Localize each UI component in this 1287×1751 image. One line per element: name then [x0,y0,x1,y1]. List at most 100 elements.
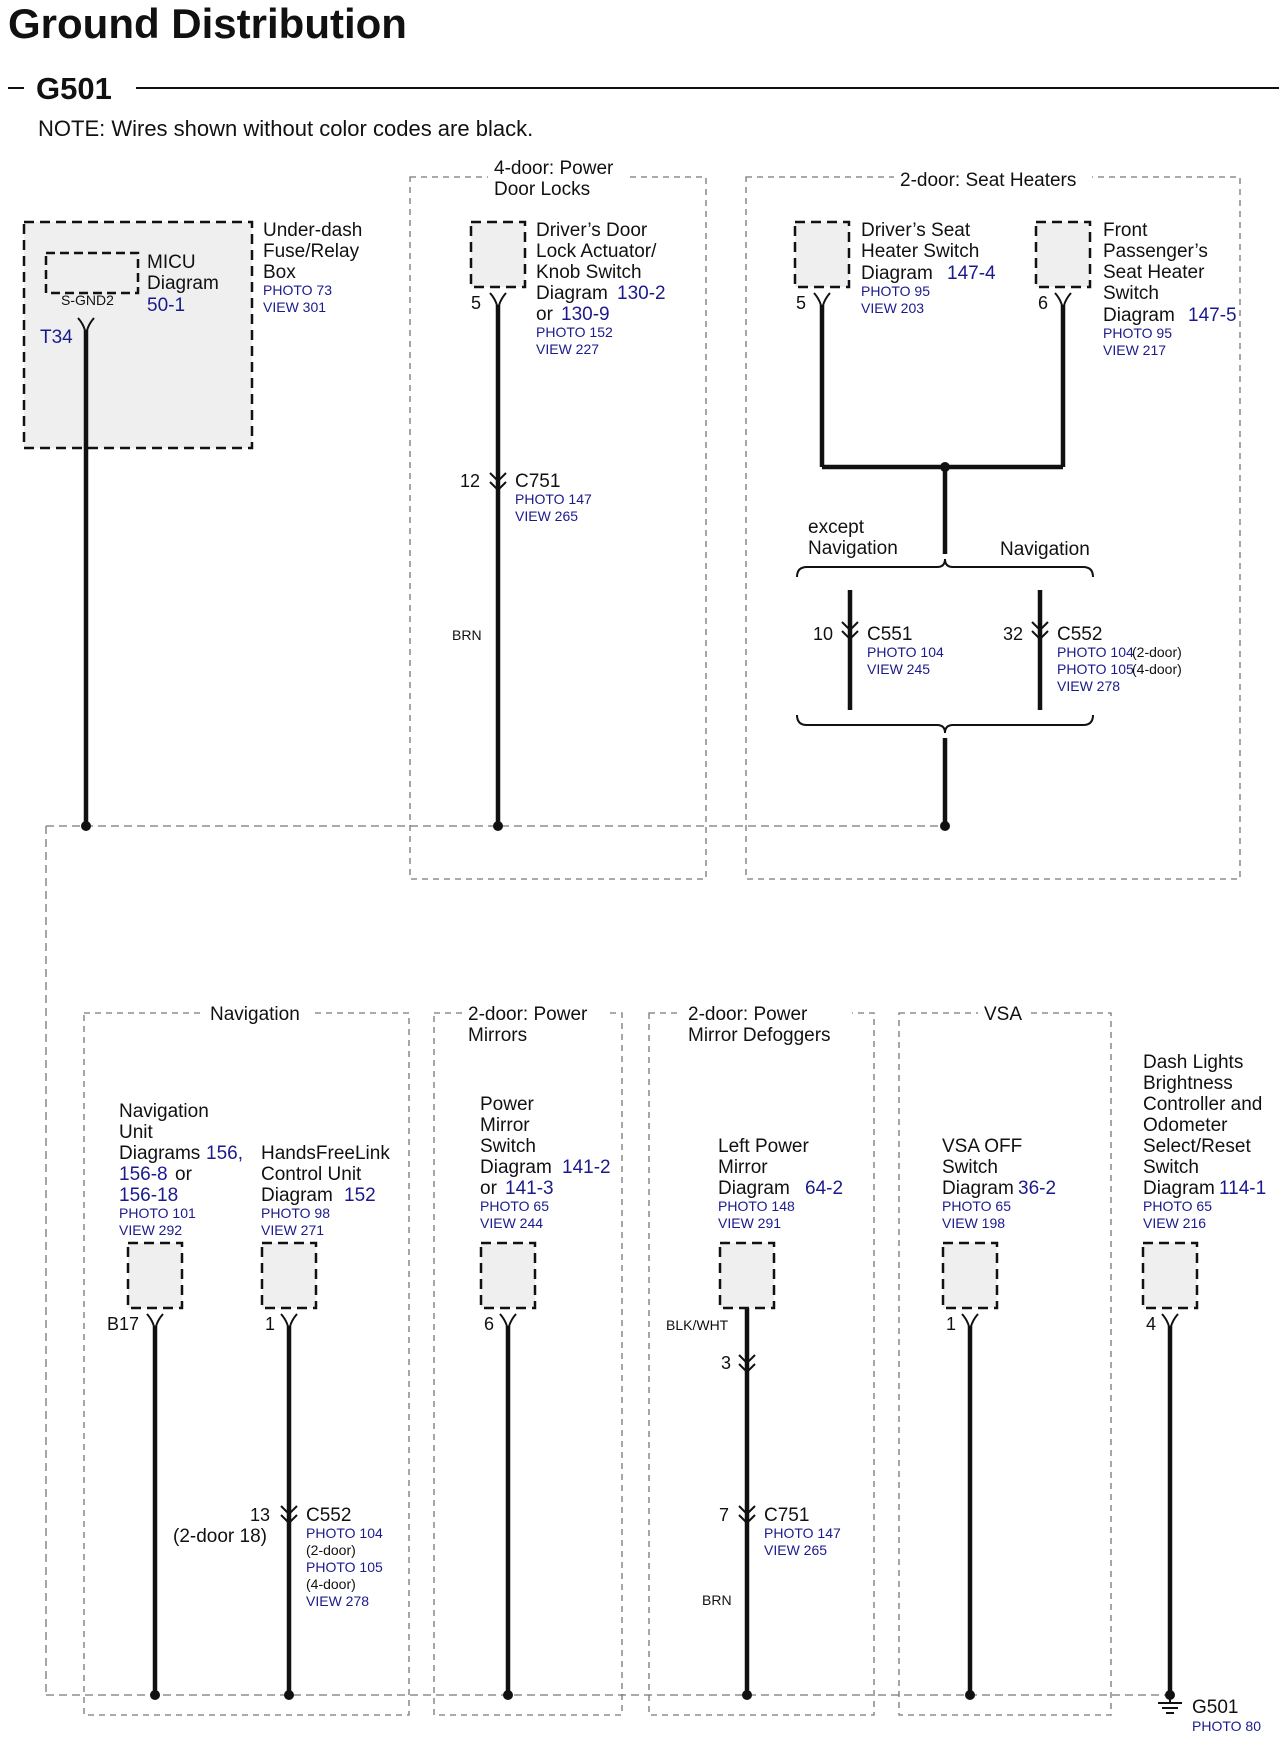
c552-seat-door-1: (2-door) [1132,644,1182,660]
door-lock-view[interactable]: VIEW 227 [536,341,599,357]
fuse-box-photo[interactable]: PHOTO 73 [263,282,332,298]
driver-seat-box [793,220,851,289]
fuse-box-line-1: Under-dash [263,220,362,241]
c751-view[interactable]: VIEW 265 [515,508,578,524]
c552-hfl-photo-2[interactable]: PHOTO 105 [306,1559,383,1575]
door-lock-photo[interactable]: PHOTO 152 [536,324,613,340]
left-mirror-splice [742,1690,752,1700]
left-mirror-pin: 3 [721,1353,731,1373]
nav-branch-label: Navigation [1000,539,1090,560]
nav-unit-ref-2[interactable]: 156-8 [119,1164,168,1185]
micu-box [44,251,140,295]
group-label-seat-heaters: 2-door: Seat Heaters [900,170,1076,191]
vsa-switch-pin: 1 [946,1314,956,1334]
seat-heater-branch: except Navigation Navigation 10 C551 PHO… [796,462,1182,831]
s-gnd2-label: S-GND2 [61,292,114,308]
dash-view[interactable]: VIEW 216 [1143,1215,1206,1231]
mirror-switch-ref-1[interactable]: 141-2 [562,1157,611,1178]
nav-unit-ref-3[interactable]: 156-18 [119,1185,178,1206]
driver-seat-photo[interactable]: PHOTO 95 [861,283,930,299]
left-mirror-ref[interactable]: 64-2 [805,1178,843,1199]
c551-connector-mark [841,621,859,641]
micu-diagram-word: Diagram [147,273,219,294]
door-lock-or: or [536,304,554,325]
seat-heater-splice [940,821,950,831]
nav-unit-ref-1[interactable]: 156, [206,1143,243,1164]
hfl-photo[interactable]: PHOTO 98 [261,1205,330,1221]
c552-hfl-connector-mark [280,1505,298,1525]
vsa-switch-view[interactable]: VIEW 198 [942,1215,1005,1231]
branch-brace-bottom [796,714,1094,734]
branch-brace-top [796,558,1094,578]
driver-seat-ref[interactable]: 147-4 [947,263,996,284]
dash-line-2: Brightness [1143,1073,1233,1094]
group-mirror-defoggers: 2-door: Power Mirror Defoggers [648,1000,875,1716]
hfl-box [260,1241,318,1310]
c552-seat-photo-2[interactable]: PHOTO 105 [1057,661,1134,677]
group-label-door-locks-1: 4-door: Power [494,158,614,179]
vsa-off-switch-component: VSA OFF Switch Diagram 36-2 PHOTO 65 VIE… [941,1136,1056,1700]
left-power-mirror-component: Left Power Mirror Diagram 64-2 PHOTO 148… [666,1136,843,1700]
left-mirror-photo[interactable]: PHOTO 148 [718,1198,795,1214]
mirror-switch-splice [503,1690,513,1700]
c552-seat-view[interactable]: VIEW 278 [1057,678,1120,694]
micu-diagram-ref[interactable]: 50-1 [147,295,185,316]
c751-mirror-pin: 7 [719,1505,729,1525]
c551-photo[interactable]: PHOTO 104 [867,644,944,660]
c751-photo[interactable]: PHOTO 147 [515,491,592,507]
driver-seat-line-1: Driver’s Seat [861,220,971,241]
c552-hfl-view[interactable]: VIEW 278 [306,1593,369,1609]
hfl-splice [284,1690,294,1700]
door-lock-ref-1[interactable]: 130-2 [617,283,666,304]
door-lock-ref-2[interactable]: 130-9 [561,304,610,325]
left-mirror-view[interactable]: VIEW 291 [718,1215,781,1231]
group-power-door-locks: 4-door: Power Door Locks [409,152,707,880]
vsa-switch-diagram-word: Diagram [942,1178,1014,1199]
dash-line-6: Switch [1143,1157,1199,1178]
nav-unit-view[interactable]: VIEW 292 [119,1222,182,1238]
passenger-seat-line-1: Front [1103,220,1148,241]
mirror-switch-photo[interactable]: PHOTO 65 [480,1198,549,1214]
hfl-view[interactable]: VIEW 271 [261,1222,324,1238]
mirror-switch-ref-2[interactable]: 141-3 [505,1178,554,1199]
hfl-ref[interactable]: 152 [344,1185,376,1206]
mirror-switch-view[interactable]: VIEW 244 [480,1215,543,1231]
c552-hfl-photo-1[interactable]: PHOTO 104 [306,1525,383,1541]
driver-seat-line-2: Heater Switch [861,241,979,262]
ground-label: G501 [1192,1697,1238,1718]
c552-seat-photo-1[interactable]: PHOTO 104 [1057,644,1134,660]
vsa-switch-photo[interactable]: PHOTO 65 [942,1198,1011,1214]
driver-seat-view[interactable]: VIEW 203 [861,300,924,316]
c751-mirror-photo[interactable]: PHOTO 147 [764,1525,841,1541]
nav-unit-box [126,1241,184,1310]
dash-ref[interactable]: 114-1 [1219,1178,1266,1199]
passenger-seat-photo[interactable]: PHOTO 95 [1103,325,1172,341]
door-lock-line-1: Driver’s Door [536,220,648,241]
mirror-switch-line-2: Mirror [480,1115,530,1136]
group-label-mirrors-1: 2-door: Power [468,1004,588,1025]
micu-splice [81,821,91,831]
fuse-box-view[interactable]: VIEW 301 [263,299,326,315]
left-mirror-line-2: Mirror [718,1157,768,1178]
dash-pin: 4 [1146,1314,1156,1334]
micu-component: S-GND2 MICU Diagram 50-1 Under-dash Fuse… [22,220,362,831]
mirror-switch-line-3: Switch [480,1136,536,1157]
passenger-seat-ref[interactable]: 147-5 [1188,305,1237,326]
left-mirror-line-1: Left Power [718,1136,809,1157]
c751-mirror-view[interactable]: VIEW 265 [764,1542,827,1558]
power-mirror-switch-component: Power Mirror Switch Diagram 141-2 or 141… [479,1094,611,1700]
ground-photo[interactable]: PHOTO 80 [1192,1718,1261,1734]
ground-g501: G501 PHOTO 80 [1158,1695,1261,1734]
vsa-switch-box [941,1241,999,1310]
page-title: Ground Distribution [8,0,407,47]
nav-unit-photo[interactable]: PHOTO 101 [119,1205,196,1221]
vsa-switch-ref[interactable]: 36-2 [1018,1178,1056,1199]
mirror-switch-box [479,1241,537,1310]
passenger-seat-view[interactable]: VIEW 217 [1103,342,1166,358]
c551-view[interactable]: VIEW 245 [867,661,930,677]
dash-photo[interactable]: PHOTO 65 [1143,1198,1212,1214]
c552-hfl-door-2: (4-door) [306,1576,356,1592]
driver-seat-heater-component: Driver’s Seat Heater Switch Diagram 147-… [793,220,996,467]
nav-unit-pin: B17 [107,1314,139,1334]
c552-hfl-pin: 13 [250,1505,270,1525]
